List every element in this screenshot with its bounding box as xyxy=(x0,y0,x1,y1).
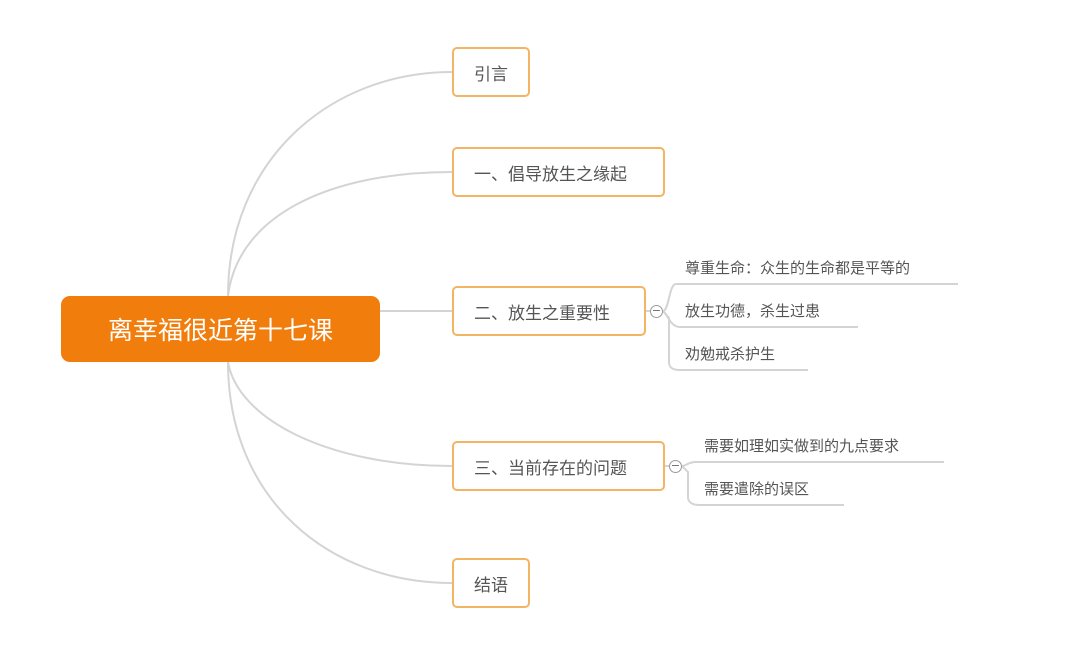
topic-label: 一、倡导放生之缘起 xyxy=(474,164,627,185)
topic-importance[interactable]: 二、放生之重要性 xyxy=(452,286,646,336)
subtopic-misconceptions[interactable]: 需要遣除的误区 xyxy=(704,480,810,498)
subtopic-merit-and-harm[interactable]: 放生功德，杀生过患 xyxy=(685,302,821,320)
topic-label: 二、放生之重要性 xyxy=(474,303,610,324)
collapse-icon[interactable]: − xyxy=(669,459,682,473)
subtopic-protect-life[interactable]: 劝勉戒杀护生 xyxy=(685,345,776,363)
topic-origin[interactable]: 一、倡导放生之缘起 xyxy=(452,147,665,197)
topic-current-problems[interactable]: 三、当前存在的问题 xyxy=(452,441,665,491)
root-topic-label: 离幸福很近第十七课 xyxy=(107,316,333,345)
topic-label: 结语 xyxy=(474,575,508,596)
root-topic[interactable]: 离幸福很近第十七课 xyxy=(61,296,380,362)
topic-label: 引言 xyxy=(474,64,508,85)
collapse-icon[interactable]: − xyxy=(650,304,663,318)
subtopic-respect-life[interactable]: 尊重生命：众生的生命都是平等的 xyxy=(685,259,911,277)
topic-label: 三、当前存在的问题 xyxy=(474,458,627,479)
subtopic-nine-requirements[interactable]: 需要如理如实做到的九点要求 xyxy=(704,437,900,455)
topic-introduction[interactable]: 引言 xyxy=(452,47,530,97)
topic-conclusion[interactable]: 结语 xyxy=(452,558,530,608)
